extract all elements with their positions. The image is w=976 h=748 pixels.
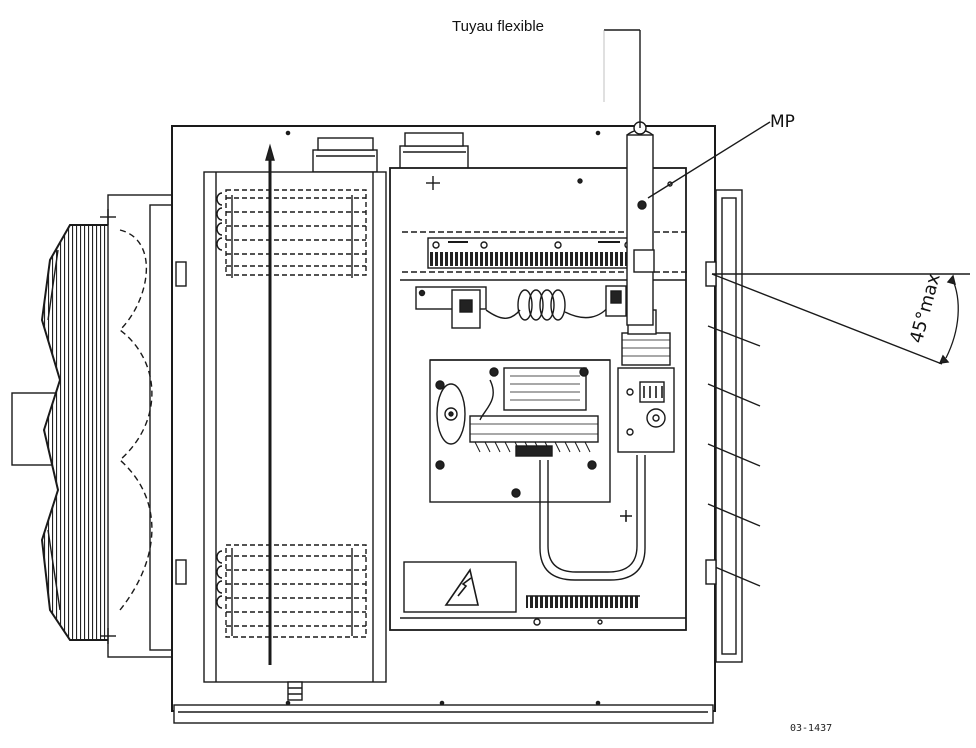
- gas-tube-loop: [539, 455, 646, 581]
- mp-leader-line: [647, 121, 771, 199]
- ignition-plate: [429, 359, 611, 503]
- terminal-strip: [427, 237, 641, 269]
- drawing-code: 03-1437: [790, 723, 833, 734]
- angle-indicator: [711, 273, 970, 365]
- louvre-panel: [175, 189, 761, 663]
- bottom-terminal-row: [526, 595, 640, 608]
- mp-label: MP: [770, 112, 795, 132]
- warning-panel: [403, 561, 517, 613]
- top-connector-right: [399, 132, 469, 171]
- top-connector-left: [312, 137, 378, 173]
- flexible-tube-label: Tuyau flexible: [452, 18, 544, 35]
- fan-guard: [11, 194, 173, 658]
- heat-exchanger: [203, 143, 387, 701]
- pressure-switch: [415, 285, 627, 329]
- flexible-tube: [603, 29, 655, 326]
